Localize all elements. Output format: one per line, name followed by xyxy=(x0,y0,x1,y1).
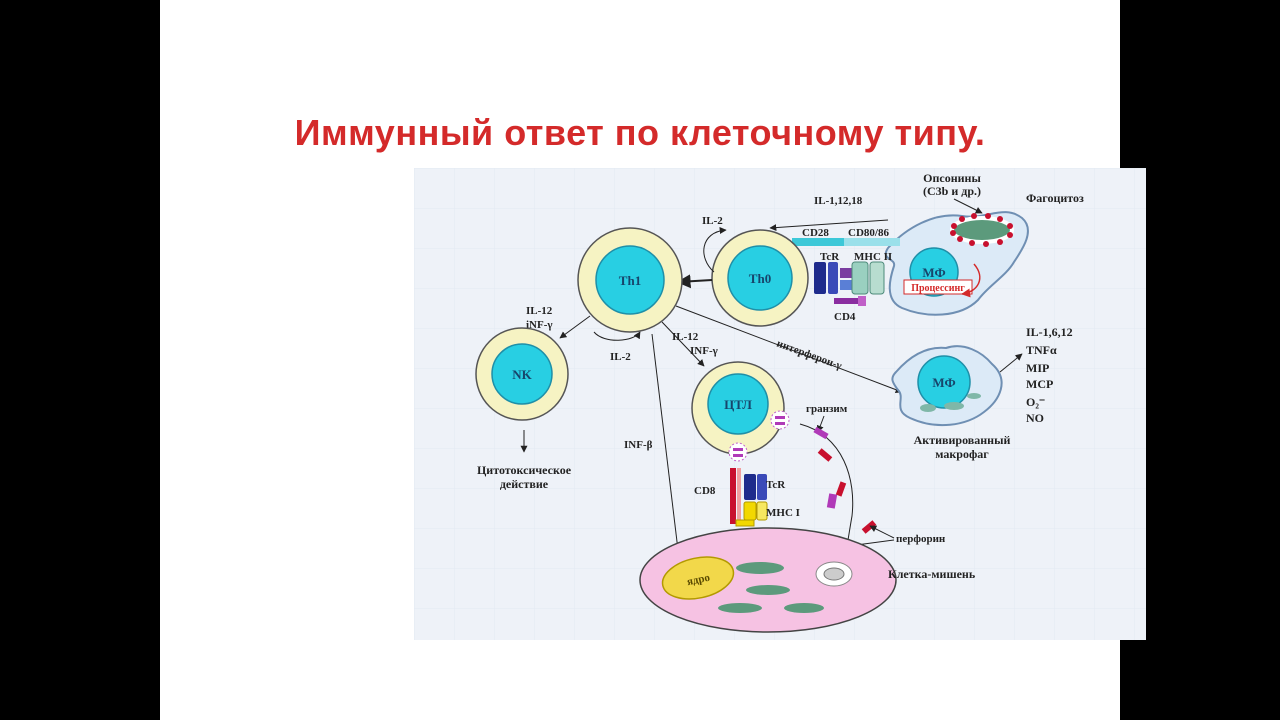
slide-title: Иммунный ответ по клеточному типу. xyxy=(294,112,986,153)
activated-macrophage-sub-label: макрофаг xyxy=(935,447,989,461)
cytokine-list: IL-1,6,12 TNFα MIP MCP O₂⁻ NO xyxy=(1026,325,1073,425)
tcr-bottom-label: TcR xyxy=(766,479,786,491)
th0-cell: Th0 xyxy=(711,229,809,327)
cytokine-2: TNFα xyxy=(1026,343,1057,357)
cytotoxic-sub-label: действие xyxy=(500,477,549,491)
nk-cell: NK xyxy=(475,327,569,421)
cd8-label: CD8 xyxy=(694,485,716,497)
perforin-label: перфорин xyxy=(896,533,946,545)
cd80-receptor xyxy=(844,238,900,246)
tcr-complex-bottom xyxy=(730,468,768,527)
ctl-label: ЦТЛ xyxy=(724,397,752,412)
granzyme-label: гранзим xyxy=(806,403,848,415)
cytotoxic-label: Цитотоксическое xyxy=(477,463,572,477)
processing-box xyxy=(903,279,973,295)
target-nucleus xyxy=(661,556,735,600)
th1-label: Th1 xyxy=(619,273,641,288)
cytokine-5: O₂⁻ xyxy=(1026,395,1045,409)
cd4-label: CD4 xyxy=(834,311,856,323)
phagosome xyxy=(950,216,1014,244)
activated-macrophage-label: Активированный xyxy=(914,433,1011,447)
nucleus-label: ядро xyxy=(686,572,712,589)
slide: Иммунный ответ по клеточному типу. МФ xyxy=(160,0,1146,720)
cytokine-4: MCP xyxy=(1026,377,1053,391)
target-cell-label: Клетка-мишень xyxy=(888,567,976,581)
th1-cell: Th1 xyxy=(577,227,683,333)
inf-gamma-mid-label: INF-γ xyxy=(690,345,718,357)
macrophage-activated-label: МФ xyxy=(932,375,955,390)
tcr-top-label: TcR xyxy=(820,251,840,263)
cd80-label: CD80/86 xyxy=(848,227,889,239)
inf-beta-label: INF-β xyxy=(624,439,653,451)
activated-macrophage: МФ xyxy=(891,345,1003,427)
inf-gamma-left-label: iNF-γ xyxy=(526,319,553,331)
mhc2-label: MHC II xyxy=(854,251,892,263)
cytokine-1: IL-1,6,12 xyxy=(1026,325,1073,339)
cd28-label: CD28 xyxy=(802,227,829,239)
il-1-12-18-label: IL-1,12,18 xyxy=(814,195,863,207)
opsonins-sub-label: (C3b и др.) xyxy=(923,184,981,198)
il-2-top-label: IL-2 xyxy=(702,215,723,227)
mhc1-label: MHC I xyxy=(766,507,800,519)
tcr-complex-top xyxy=(814,261,885,306)
opsonins-label: Опсонины xyxy=(923,171,981,185)
nk-label: NK xyxy=(512,367,532,382)
target-cell: ядро xyxy=(639,527,897,633)
phagocytosis-label: Фагоцитоз xyxy=(1026,191,1084,205)
cytokine-6: NO xyxy=(1026,411,1044,425)
macrophage-top: МФ Процессинг xyxy=(884,211,1029,316)
cd28-receptor xyxy=(792,238,846,246)
processing-label: Процессинг xyxy=(911,283,965,294)
immune-response-diagram: МФ Процессинг Опсонины (C3b и др.) Фагоц… xyxy=(414,168,1146,640)
cytokine-3: MIP xyxy=(1026,361,1049,375)
il-2-bottom-label: IL-2 xyxy=(610,351,631,363)
ctl-cell: ЦТЛ xyxy=(691,361,790,462)
il-12-left-label: IL-12 xyxy=(526,305,553,317)
il-12-mid-label: IL-12 xyxy=(672,331,699,343)
macrophage-top-label: МФ xyxy=(922,265,945,280)
th0-label: Th0 xyxy=(749,271,771,286)
